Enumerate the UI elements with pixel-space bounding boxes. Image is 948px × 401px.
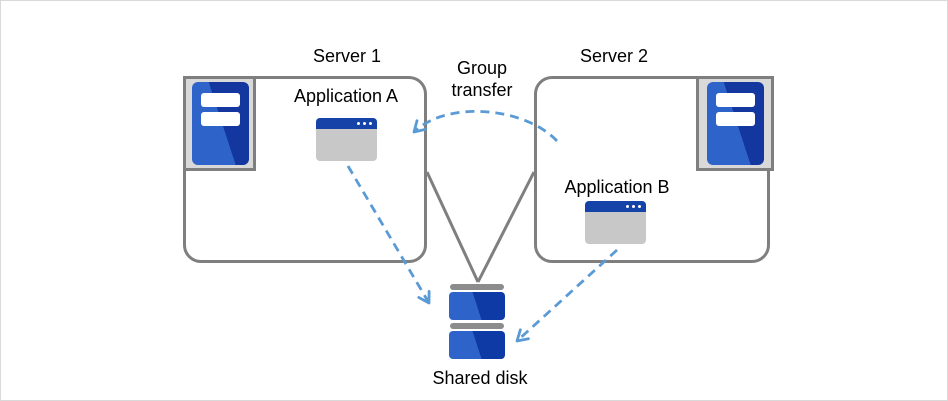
- disk-platter: [449, 331, 505, 359]
- window-titlebar: [316, 118, 377, 129]
- app-b-disk-arrow: [515, 248, 618, 343]
- server1-label: Server 1: [312, 46, 382, 66]
- server1-disk-line: [425, 171, 480, 283]
- app-window-icon-b: [585, 201, 646, 244]
- shared-disk-icon: [449, 284, 505, 360]
- tower-slot-bar: [716, 111, 755, 126]
- disk-connector-bar: [450, 323, 504, 329]
- group-transfer-label: Group transfer: [422, 57, 542, 101]
- application-a-label: Application A: [293, 86, 399, 106]
- disk-platter: [449, 292, 505, 320]
- group-transfer-line2: transfer: [451, 80, 513, 100]
- server-tower-icon: [191, 81, 249, 165]
- group-transfer-line1: Group: [456, 58, 508, 78]
- application-b-label: Application B: [564, 177, 670, 197]
- tower-slot-bar: [716, 92, 755, 107]
- server2-label: Server 2: [579, 46, 649, 66]
- server1-icon-frame: [183, 76, 256, 171]
- window-buttons-icon: [626, 205, 641, 208]
- tower-slot-bar: [200, 92, 240, 107]
- app-window-icon-a: [316, 118, 377, 161]
- server2-icon-frame: [696, 76, 774, 171]
- tower-slot-bar: [200, 111, 240, 126]
- disk-connector-bar: [450, 284, 504, 290]
- server2-disk-line: [476, 171, 536, 283]
- window-titlebar: [585, 201, 646, 212]
- window-buttons-icon: [357, 122, 372, 125]
- server-tower-icon: [707, 81, 764, 165]
- shared-disk-label: Shared disk: [432, 368, 528, 388]
